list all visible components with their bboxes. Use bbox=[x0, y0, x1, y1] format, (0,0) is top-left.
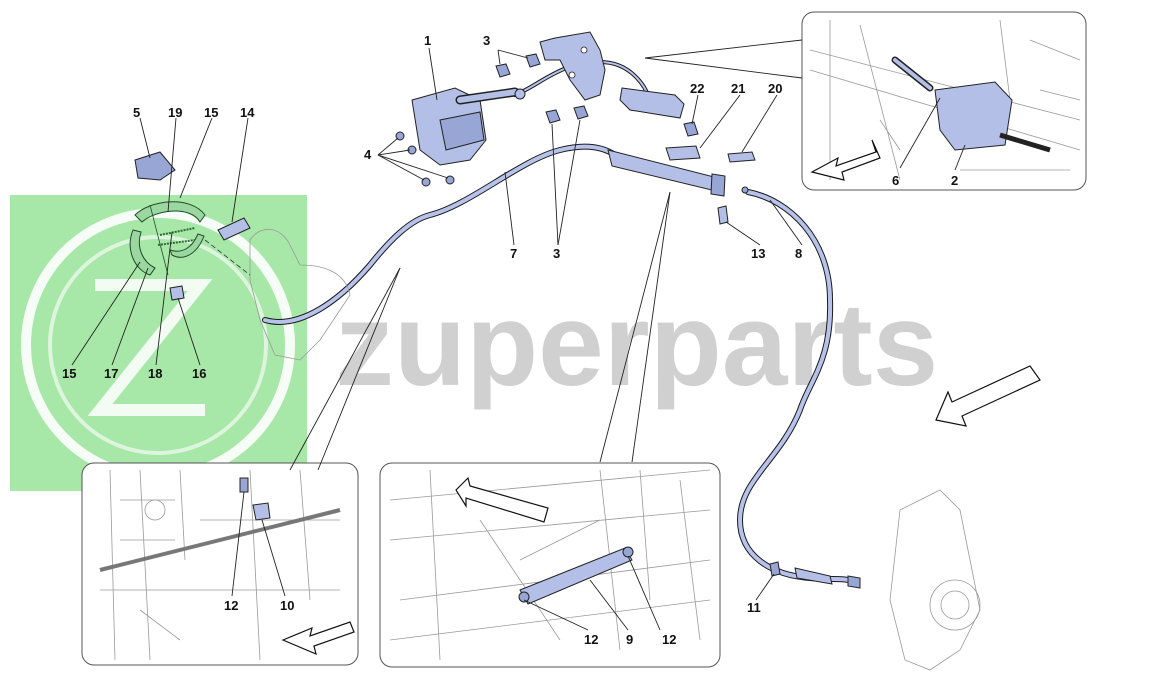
callout-3: 3 bbox=[483, 33, 490, 48]
inset-bottom-center bbox=[379, 462, 721, 668]
nuts-3-middle bbox=[545, 105, 589, 124]
inset-bottom-left bbox=[81, 462, 359, 666]
callout-9: 9 bbox=[626, 632, 633, 647]
callout-4: 4 bbox=[364, 147, 372, 162]
leader-lines bbox=[71, 47, 803, 601]
callout-10: 10 bbox=[280, 598, 294, 613]
callout-21: 21 bbox=[731, 81, 745, 96]
callout-8: 8 bbox=[795, 246, 802, 261]
pad-20 bbox=[727, 151, 756, 163]
inset-top-right bbox=[801, 11, 1087, 191]
actuator-motor bbox=[411, 87, 526, 166]
callout-11: 11 bbox=[747, 600, 761, 615]
sensor-unit bbox=[619, 87, 685, 119]
callout-1: 1 bbox=[424, 33, 431, 48]
mounting-bracket bbox=[539, 31, 606, 101]
callout-7: 7 bbox=[510, 246, 517, 261]
callout-17: 17 bbox=[104, 366, 118, 381]
nuts-3-top bbox=[495, 53, 541, 78]
callout-16: 16 bbox=[192, 366, 206, 381]
direction-arrow bbox=[935, 365, 1041, 427]
watermark-text: zuperparts bbox=[335, 279, 938, 411]
callout-12: 12 bbox=[662, 632, 676, 647]
callout-15: 15 bbox=[204, 105, 218, 120]
cable-bracket bbox=[607, 149, 726, 197]
callout-13: 13 bbox=[751, 246, 765, 261]
callout-20: 20 bbox=[768, 81, 782, 96]
callout-15: 15 bbox=[62, 366, 76, 381]
right-brake-assembly bbox=[769, 489, 981, 671]
callout-14: 14 bbox=[240, 105, 255, 120]
bolt-13 bbox=[717, 205, 729, 225]
callout-2: 2 bbox=[951, 173, 958, 188]
cover-21 bbox=[665, 145, 701, 161]
callout-3: 3 bbox=[553, 246, 560, 261]
callout-6: 6 bbox=[892, 173, 899, 188]
callout-12: 12 bbox=[584, 632, 598, 647]
callout-5: 5 bbox=[133, 105, 140, 120]
callout-12: 12 bbox=[224, 598, 238, 613]
callout-22: 22 bbox=[690, 81, 704, 96]
callout-19: 19 bbox=[168, 105, 182, 120]
left-brake-assembly bbox=[129, 151, 351, 361]
callout-18: 18 bbox=[148, 366, 162, 381]
clip-22 bbox=[683, 121, 699, 137]
